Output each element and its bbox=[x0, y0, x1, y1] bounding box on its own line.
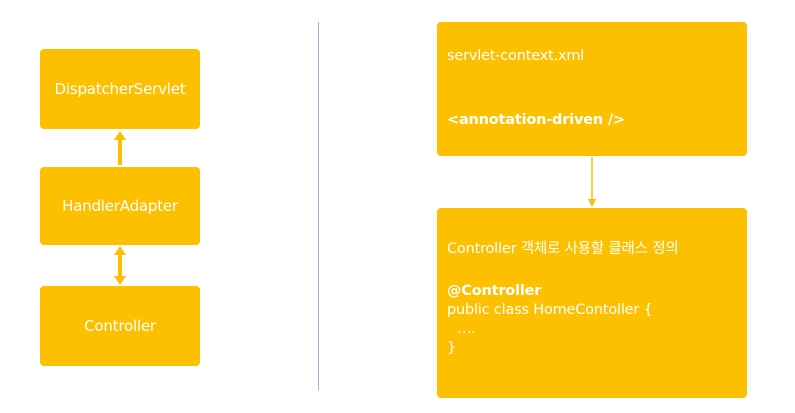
handler-adapter-box: HandlerAdapter bbox=[40, 167, 200, 245]
section-divider bbox=[318, 22, 319, 390]
dispatcher-servlet-box: DispatcherServlet bbox=[40, 49, 200, 129]
code-closing-brace: } bbox=[447, 340, 457, 356]
servlet-context-box: servlet-context.xml <annotation-driven /… bbox=[437, 22, 747, 156]
dispatcher-servlet-label: DispatcherServlet bbox=[54, 80, 186, 98]
arrow-context-to-class bbox=[588, 157, 596, 207]
context-filename: servlet-context.xml bbox=[447, 48, 585, 64]
controller-class-box: Controller 객체로 사용할 클래스 정의 @Controller pu… bbox=[437, 208, 747, 398]
controller-box: Controller bbox=[40, 286, 200, 366]
code-body: …. bbox=[457, 321, 476, 337]
code-annotation: @Controller bbox=[447, 283, 542, 299]
arrow-adapter-controller bbox=[114, 246, 126, 285]
code-class-declaration: public class HomeContoller { bbox=[447, 302, 653, 318]
class-description: Controller 객체로 사용할 클래스 정의 bbox=[447, 241, 679, 257]
controller-label: Controller bbox=[84, 317, 156, 335]
annotation-driven-directive: <annotation-driven /> bbox=[447, 112, 625, 128]
arrow-adapter-to-dispatcher bbox=[114, 131, 126, 165]
handler-adapter-label: HandlerAdapter bbox=[62, 197, 178, 215]
